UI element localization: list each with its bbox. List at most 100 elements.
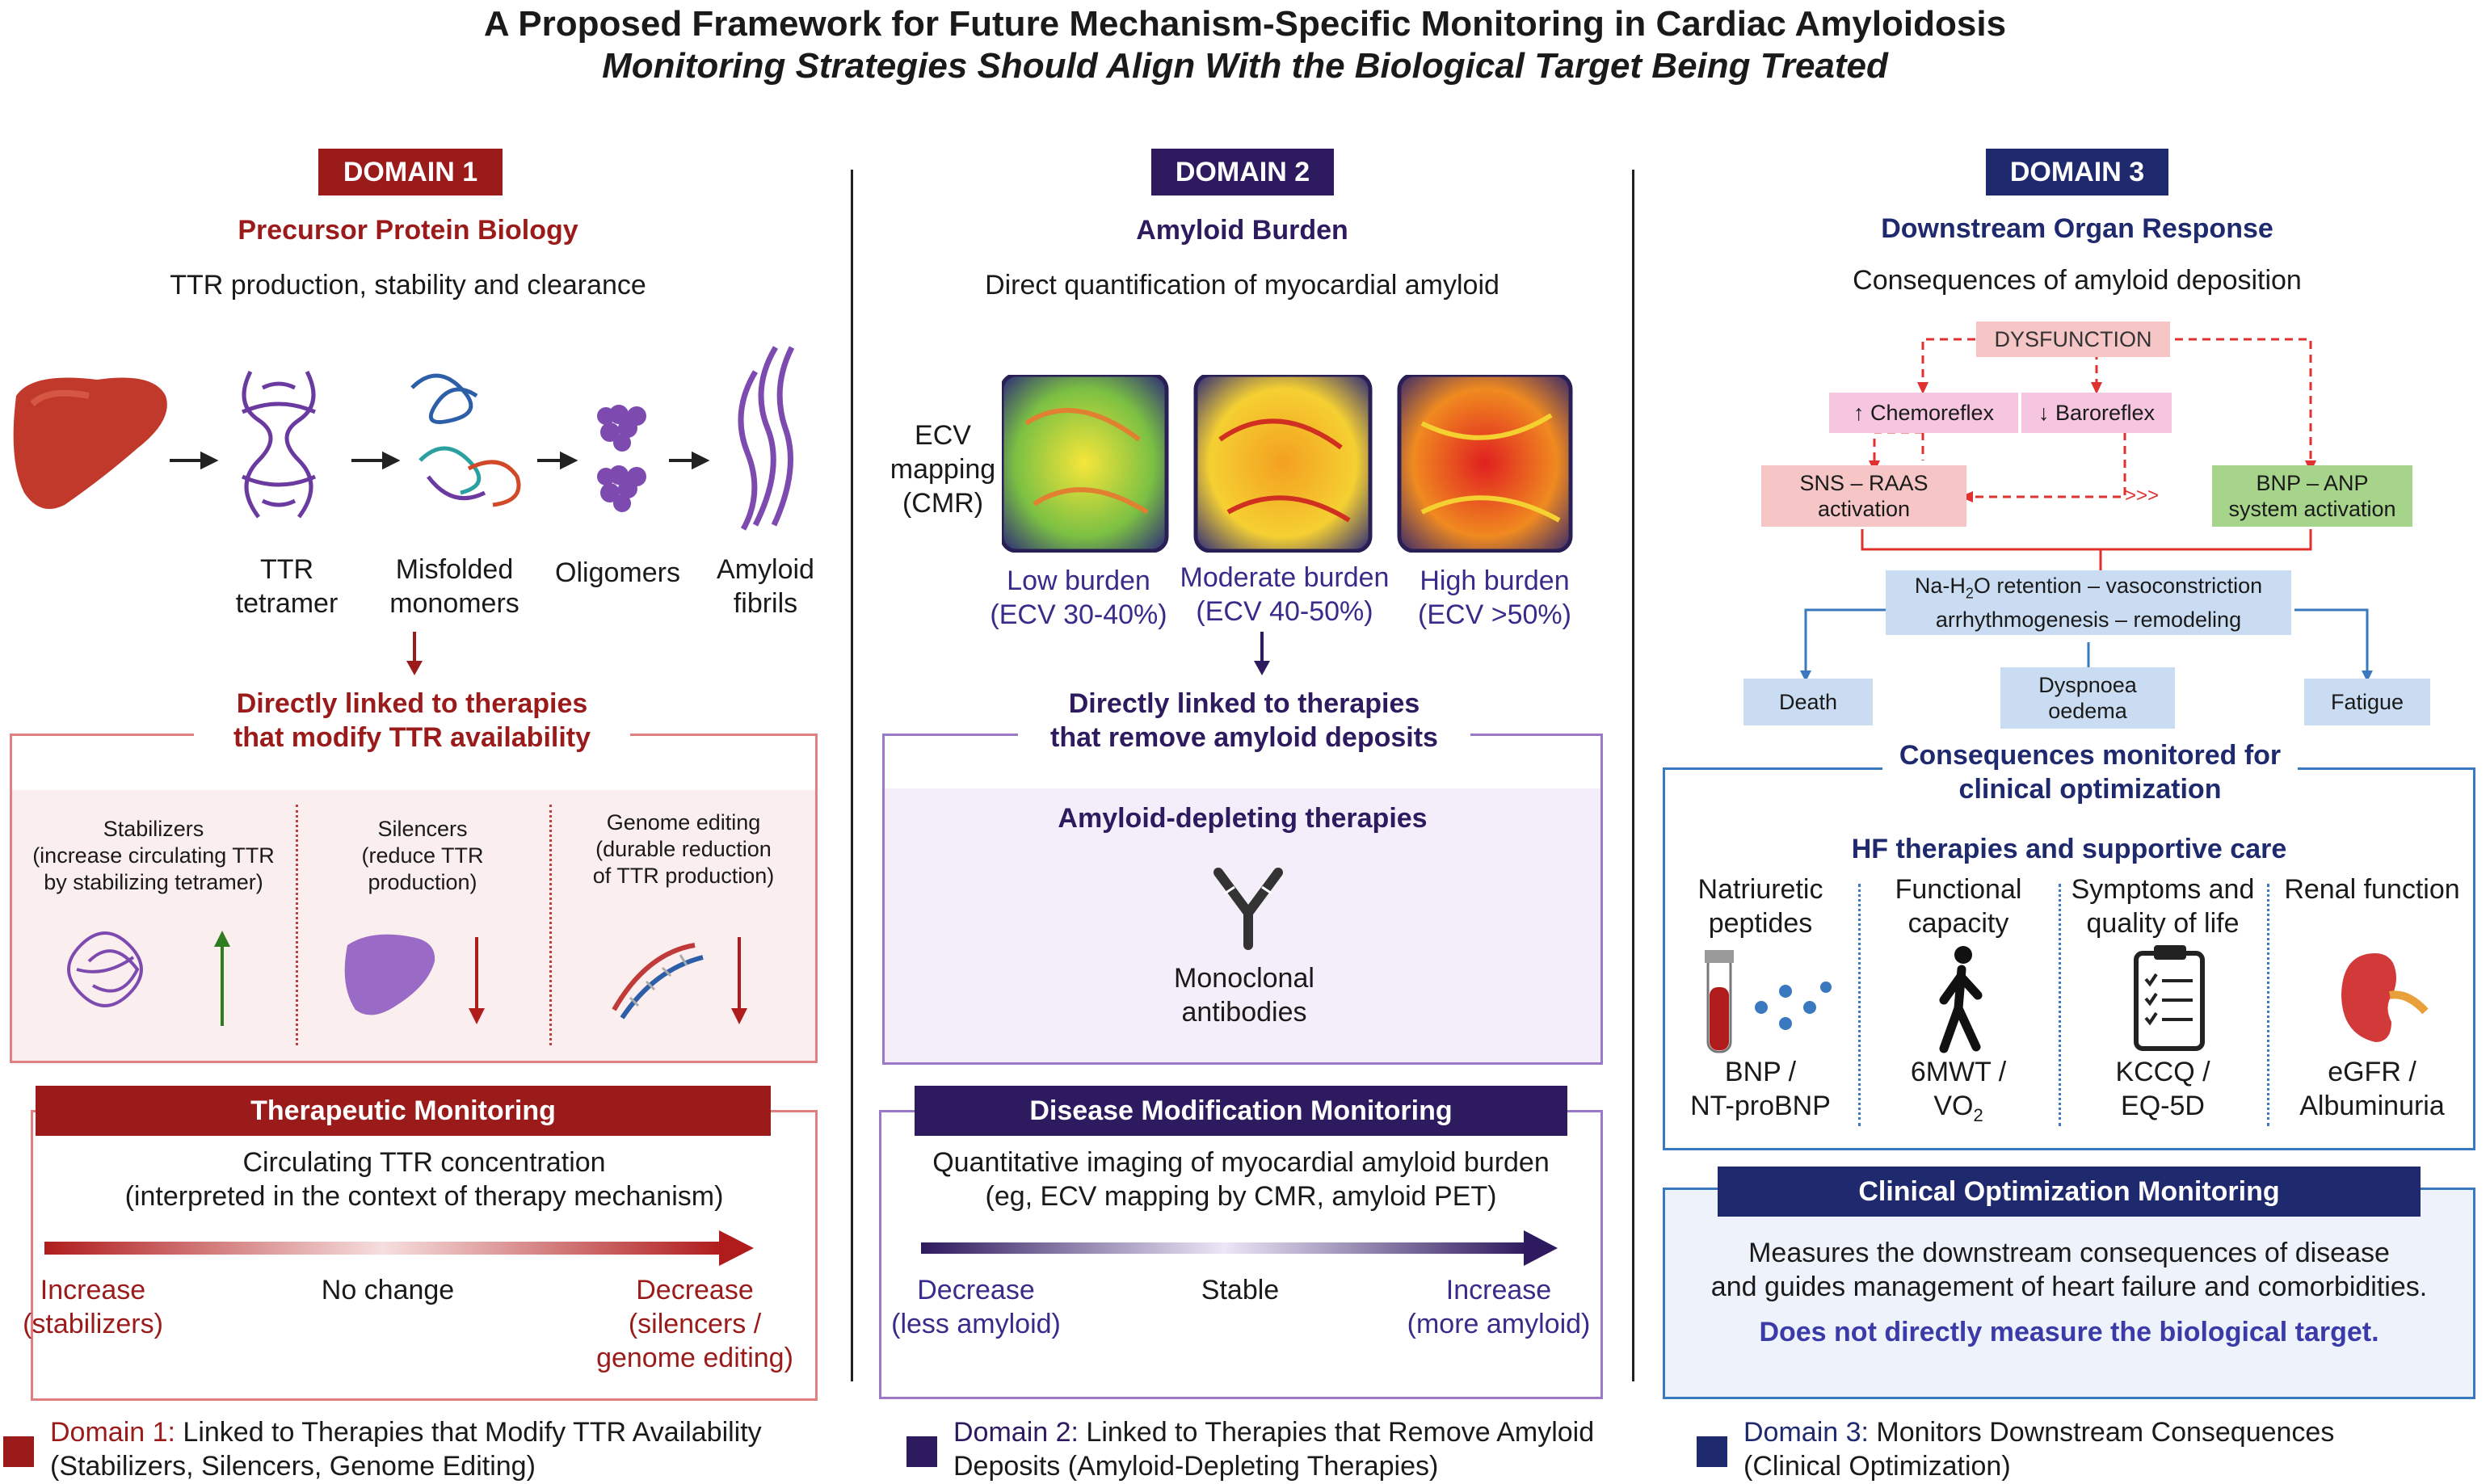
- measure-kccq-value: KCCQ / EQ-5D: [2115, 1057, 2210, 1121]
- ecv-mapping-label: ECV mapping (CMR): [890, 420, 996, 519]
- flow-bnp-anp: BNP – ANP system activation: [2212, 465, 2412, 527]
- domain3-description: Consequences of amyloid deposition: [1853, 265, 2302, 296]
- column-separator-1: [851, 170, 853, 1381]
- scale-increase-label: Increase (stabilizers): [23, 1275, 163, 1339]
- dotted-divider: [2267, 884, 2269, 1126]
- dna-icon: [612, 943, 704, 1019]
- domain3-monitoring-title: Clinical Optimization Monitoring: [1718, 1167, 2421, 1217]
- genome-editing-illustration: [612, 937, 747, 1024]
- liver-icon: [13, 377, 167, 509]
- domain2-monitoring-title: Disease Modification Monitoring: [915, 1086, 1567, 1136]
- domain2-description: Direct quantification of myocardial amyl…: [985, 270, 1499, 301]
- stabilizer-illustration: [67, 931, 230, 1026]
- monoclonal-antibodies-label: Monoclonal antibodies: [1174, 963, 1314, 1028]
- scale-increase-label: Increase (more amyloid): [1407, 1275, 1591, 1339]
- burden-high-label: High burden(ECV >50%): [1418, 565, 1571, 630]
- domain2-badge: DOMAIN 2: [1151, 149, 1334, 195]
- flow-dyspnoea-oedema: Dyspnoea oedema: [2000, 667, 2175, 729]
- ttr-tetramer-icon: [241, 370, 317, 519]
- legend-domain1-swatch: [3, 1436, 34, 1467]
- ttr-stage-illustrations: [13, 346, 795, 531]
- low-burden-map-icon: [1002, 375, 1169, 553]
- measure-symptoms-title: Symptoms and quality of life: [2071, 874, 2255, 939]
- legend-domain2: Domain 2: Linked to Therapies that Remov…: [953, 1417, 1595, 1482]
- flow-baroreflex: ↓ Baroreflex: [2021, 393, 2172, 433]
- domain1-monitoring-text: Circulating TTR concentration(interprete…: [124, 1147, 724, 1212]
- measure-6mwt-value: 6MWT / VO2: [1910, 1057, 2007, 1125]
- domain1-badge: DOMAIN 1: [318, 149, 503, 195]
- measure-renal-title: Renal function: [2284, 874, 2460, 905]
- flow-dysfunction: DYSFUNCTION: [1976, 322, 2170, 357]
- measure-functional-title: Functional capacity: [1895, 874, 2022, 939]
- legend-domain1: Domain 1: Linked to Therapies that Modif…: [50, 1417, 762, 1482]
- domain1-gradient-arrow: [44, 1230, 754, 1266]
- figure-title: A Proposed Framework for Future Mechanis…: [483, 4, 2007, 44]
- dotted-divider: [1858, 884, 1861, 1126]
- stage-label-misfolded-monomers: Misfolded monomers: [389, 554, 519, 619]
- walking-person-icon: [1939, 946, 1983, 1053]
- antibody-icon: [1213, 868, 1283, 950]
- scale-stable-label: Stable: [1201, 1275, 1280, 1305]
- clipboard-icon: [2134, 945, 2205, 1051]
- dotted-divider: [549, 805, 552, 1045]
- domain2-gradient-arrow: [921, 1230, 1558, 1266]
- oligomers-icon: [597, 405, 646, 512]
- scale-no-change-label: No change: [321, 1275, 455, 1305]
- tetramer-icon: [67, 931, 143, 1007]
- scale-decrease-label: Decrease (less amyloid): [891, 1275, 1061, 1339]
- legend-domain2-swatch: [906, 1436, 937, 1467]
- high-burden-map-icon: [1397, 375, 1573, 553]
- hf-therapies-heading: HF therapies and supportive care: [1851, 834, 2287, 864]
- domain1-monitoring-title: Therapeutic Monitoring: [36, 1086, 771, 1136]
- domain3-monitoring-box: [1663, 1188, 2475, 1399]
- silencer-illustration: [344, 934, 485, 1024]
- amyloid-fibrils-icon: [738, 346, 795, 531]
- stage-label-oligomers: Oligomers: [555, 557, 680, 588]
- liver-icon: [344, 934, 435, 1015]
- measure-egfr-value: eGFR / Albuminuria: [2299, 1057, 2445, 1121]
- blood-tube-icon: [1705, 950, 1734, 1053]
- dotted-divider: [2059, 884, 2061, 1126]
- therapy-genome-editing-label: Genome editing (durable reduction of TTR…: [592, 810, 775, 888]
- therapy-silencers-label: Silencers (reduce TTR production): [361, 817, 484, 894]
- domain1-therapy-panel: [12, 790, 815, 1061]
- legend-domain3: Domain 3: Monitors Downstream Consequenc…: [1743, 1417, 2335, 1482]
- flow-fatigue: Fatigue: [2304, 679, 2430, 725]
- domain3-badge: DOMAIN 3: [1986, 149, 2168, 195]
- stage-label-ttr-tetramer: TTR tetramer: [235, 554, 339, 619]
- flow-arrow-chevrons: >>>: [2125, 485, 2160, 507]
- figure-subtitle: Monitoring Strategies Should Align With …: [602, 46, 1888, 86]
- flow-death: Death: [1743, 679, 1873, 725]
- burden-moderate-label: Moderate burden(ECV 40-50%): [1180, 562, 1390, 627]
- dotted-divider: [296, 805, 298, 1045]
- flow-retention-remodeling: Na-H2O retention – vasoconstriction arrh…: [1886, 570, 2291, 635]
- stage-label-amyloid-fibrils: Amyloid fibrils: [717, 554, 814, 619]
- arrow-down-icon: [469, 937, 485, 1024]
- legend-domain3-swatch: [1697, 1436, 1727, 1467]
- domain3-monitoring-note: Does not directly measure the biological…: [1759, 1317, 2379, 1347]
- arrow-up-icon: [214, 931, 230, 1026]
- domain3-monitoring-text: Measures the downstream consequences of …: [1710, 1238, 2428, 1302]
- ecv-maps: [1002, 375, 1573, 553]
- flow-sns-raas: SNS – RAAS activation: [1761, 465, 1966, 527]
- column-separator-2: [1632, 170, 1634, 1381]
- domain1-heading: Precursor Protein Biology: [238, 215, 578, 246]
- moderate-burden-map-icon: [1193, 375, 1373, 553]
- therapy-stabilizers-label: Stabilizers (increase circulating TTR by…: [32, 817, 275, 894]
- burden-low-label: Low burden(ECV 30-40%): [990, 565, 1167, 630]
- measure-natriuretic-title: Natriuretic peptides: [1697, 874, 1823, 939]
- kidney-icon: [2341, 953, 2429, 1042]
- flow-chemoreflex: ↑ Chemoreflex: [1829, 393, 2018, 433]
- misfolded-monomers-icon: [410, 373, 521, 507]
- measure-bnp-value: BNP / NT-proBNP: [1690, 1057, 1831, 1121]
- scale-decrease-label: Decrease (silencers / genome editing): [596, 1275, 793, 1373]
- domain1-description: TTR production, stability and clearance: [170, 270, 646, 301]
- molecule-dots-icon: [1755, 982, 1832, 1030]
- domain2-monitoring-text: Quantitative imaging of myocardial amylo…: [932, 1147, 1550, 1212]
- natriuretic-illustration: [1705, 950, 1832, 1053]
- down-arrow-icon: [406, 632, 423, 675]
- arrow-down-icon: [731, 937, 747, 1024]
- down-arrow-icon: [1254, 632, 1270, 675]
